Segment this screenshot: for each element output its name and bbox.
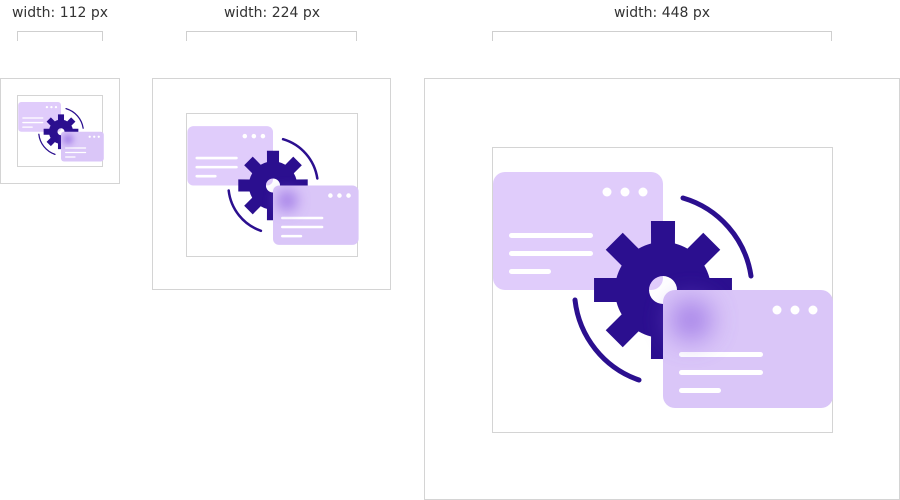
settings-icon-large bbox=[493, 172, 833, 408]
back-window-dot bbox=[260, 133, 266, 139]
orbit-arc-lower bbox=[572, 297, 642, 383]
back-window-dot bbox=[242, 133, 248, 139]
back-text-line bbox=[509, 269, 551, 274]
front-window-dot bbox=[346, 193, 351, 198]
front-text-line bbox=[281, 234, 303, 238]
large-size-label: width: 448 px bbox=[613, 5, 711, 21]
back-text-line bbox=[22, 117, 44, 119]
front-text-line bbox=[679, 388, 721, 393]
back-text-line bbox=[195, 156, 238, 160]
large-width-bracket bbox=[492, 31, 832, 41]
back-window-dot bbox=[45, 105, 49, 109]
small-icon-bounds bbox=[17, 95, 104, 167]
orbit-arc-upper bbox=[680, 195, 754, 279]
front-text-line bbox=[281, 216, 324, 220]
medium-icon-bounds bbox=[186, 113, 359, 257]
back-window-dot bbox=[54, 105, 58, 109]
back-text-line bbox=[195, 165, 238, 169]
medium-preview-frame bbox=[152, 78, 391, 290]
medium-size-label: width: 224 px bbox=[223, 5, 321, 21]
front-text-line bbox=[281, 225, 324, 229]
small-width-bracket bbox=[17, 31, 103, 41]
settings-icon-medium bbox=[187, 126, 359, 245]
large-icon-bounds bbox=[492, 147, 833, 433]
back-text-line bbox=[22, 126, 33, 128]
back-text-line bbox=[195, 174, 217, 178]
large-preview-frame bbox=[424, 78, 900, 500]
front-text-line bbox=[65, 156, 76, 158]
back-window-dot bbox=[50, 105, 53, 109]
small-preview-frame bbox=[0, 78, 120, 184]
front-window-dot bbox=[772, 305, 782, 315]
back-text-line bbox=[509, 251, 593, 256]
front-window-dot bbox=[88, 135, 91, 138]
front-window-dot bbox=[328, 193, 333, 198]
front-window-dot bbox=[97, 135, 100, 138]
orbit-arc-upper bbox=[65, 107, 84, 129]
orbit-arc-upper bbox=[281, 137, 319, 180]
back-window-dot bbox=[620, 187, 630, 197]
back-text-line bbox=[509, 233, 593, 238]
front-window-dot bbox=[790, 305, 800, 315]
orbit-arc-lower bbox=[227, 189, 263, 233]
medium-width-bracket bbox=[186, 31, 357, 41]
front-text-line bbox=[679, 352, 763, 357]
small-size-label: width: 112 px bbox=[11, 5, 109, 21]
glow-highlight bbox=[63, 134, 74, 145]
back-window-dot bbox=[602, 187, 612, 197]
front-window-dot bbox=[337, 193, 342, 198]
back-window-dot bbox=[251, 133, 257, 139]
glow-highlight bbox=[277, 190, 298, 211]
front-text-line bbox=[65, 147, 87, 149]
settings-icon-small bbox=[18, 102, 104, 162]
back-window-dot bbox=[638, 187, 648, 197]
glow-highlight bbox=[671, 300, 711, 340]
orbit-arc-lower bbox=[38, 133, 56, 156]
front-text-line bbox=[65, 151, 87, 154]
front-window-dot bbox=[93, 135, 96, 138]
front-window-dot bbox=[808, 305, 818, 315]
back-text-line bbox=[22, 121, 44, 124]
front-text-line bbox=[679, 370, 763, 375]
